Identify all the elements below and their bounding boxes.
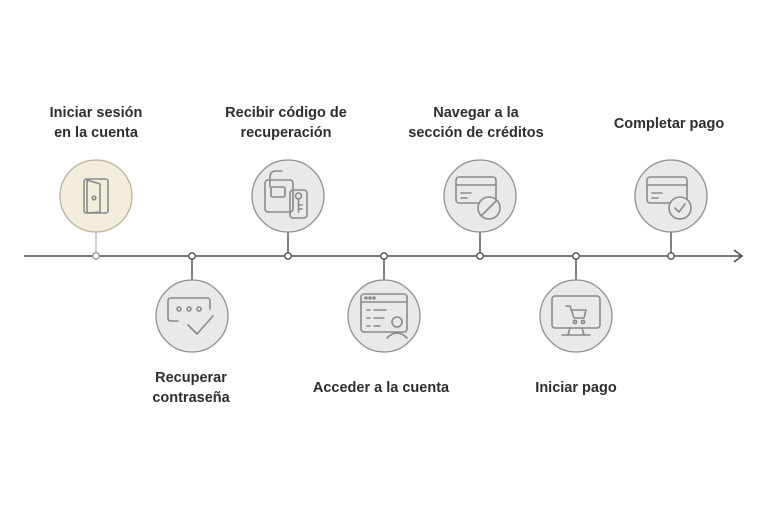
step-7 bbox=[634, 159, 708, 260]
timeline-node bbox=[476, 252, 484, 260]
step-1 bbox=[59, 159, 133, 260]
timeline-node bbox=[284, 252, 292, 260]
step-6 bbox=[539, 252, 613, 353]
timeline-node bbox=[572, 252, 580, 260]
step-3 bbox=[251, 159, 325, 260]
timeline-node bbox=[188, 252, 196, 260]
account-profile-icon bbox=[360, 293, 408, 339]
timeline-arrowhead bbox=[733, 249, 744, 263]
step-label-access-account: Acceder a la cuenta bbox=[312, 380, 450, 396]
step-circle bbox=[59, 159, 133, 233]
password-check-icon bbox=[167, 297, 214, 335]
timeline-node bbox=[667, 252, 675, 260]
timeline-node bbox=[380, 252, 388, 260]
step-2 bbox=[155, 252, 229, 353]
monitor-cart-icon bbox=[551, 295, 601, 336]
step-4 bbox=[347, 252, 421, 353]
step-circle bbox=[539, 279, 613, 353]
step-label-login: Iniciar sesión en la cuenta bbox=[49, 105, 143, 141]
step-label-complete-payment: Completar pago bbox=[613, 116, 725, 132]
step-label-credits-section: Navegar a la sección de créditos bbox=[408, 105, 544, 141]
step-circle bbox=[155, 279, 229, 353]
credit-card-check-icon bbox=[646, 176, 692, 220]
step-label-receive-code: Recibir código de recuperación bbox=[225, 105, 347, 141]
step-circle bbox=[347, 279, 421, 353]
step-circle bbox=[251, 159, 325, 233]
step-circle bbox=[443, 159, 517, 233]
step-5 bbox=[443, 159, 517, 260]
unlock-key-icon bbox=[264, 170, 308, 219]
timeline-node bbox=[92, 252, 100, 260]
step-label-start-payment: Iniciar pago bbox=[535, 380, 617, 396]
step-label-recover-password: Recuperar contraseña bbox=[152, 370, 230, 406]
credit-card-blocked-icon bbox=[455, 176, 501, 220]
door-icon bbox=[83, 178, 109, 214]
step-circle bbox=[634, 159, 708, 233]
